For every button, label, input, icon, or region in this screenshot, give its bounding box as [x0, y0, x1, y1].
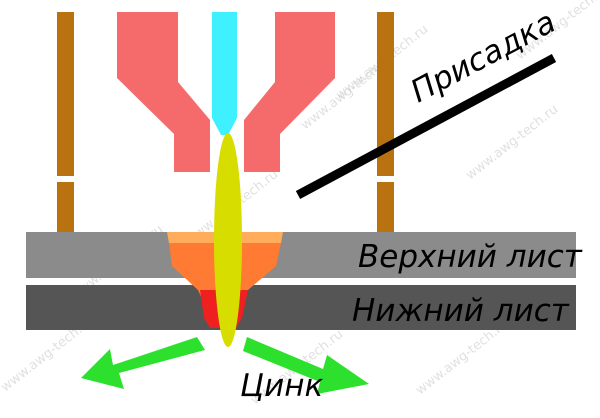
- watermark: www.awg-tech.ru: [463, 102, 561, 183]
- welding-arc: [214, 133, 242, 347]
- right-post-lower: [377, 182, 394, 232]
- zinc-label: Цинк: [240, 368, 323, 404]
- nozzle-right-wall: [244, 12, 335, 172]
- right-post: [377, 12, 394, 176]
- upper-sheet: [26, 232, 576, 278]
- filler-rod: [295, 54, 557, 199]
- nozzle-left-wall: [117, 12, 210, 172]
- lower-sheet-label: Нижний лист: [352, 293, 570, 329]
- left-post-lower: [57, 182, 74, 232]
- upper-sheet-label: Верхний лист: [358, 239, 583, 275]
- lower-sheet: [26, 285, 576, 330]
- electrode: [212, 12, 237, 135]
- left-post: [57, 12, 74, 176]
- zinc-arrow-left: [81, 337, 205, 389]
- zinc-arrow-right: [243, 337, 369, 394]
